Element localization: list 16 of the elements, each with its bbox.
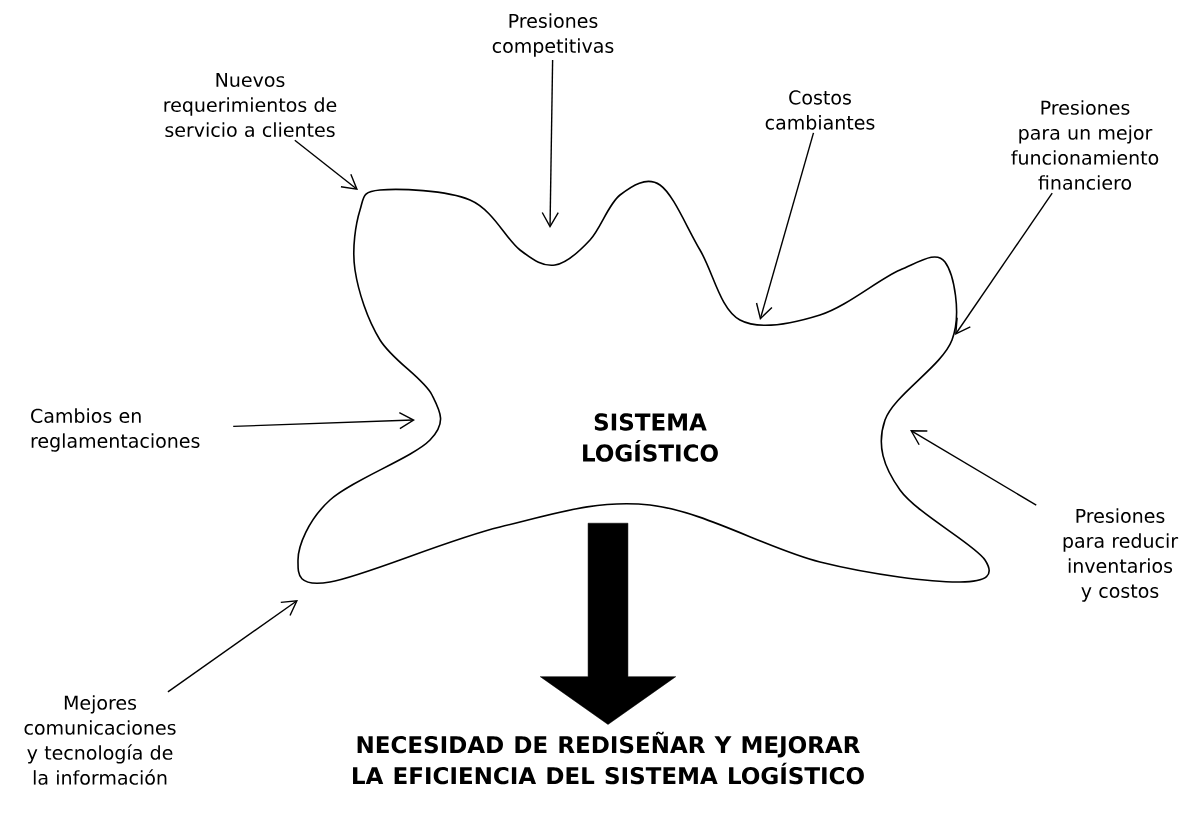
factor-label: NECESIDAD DE REDISEÑAR Y MEJORAR LA EFICIENCIA DEL SISTEMA LOGÍSTICO bbox=[353, 731, 864, 785]
arrow bbox=[910, 430, 1037, 506]
block-arrow bbox=[540, 522, 676, 725]
factor-label: Presiones para reducir inventarios y costos bbox=[1063, 508, 1179, 602]
arrow bbox=[955, 192, 1053, 335]
arrow bbox=[755, 132, 815, 320]
arrow bbox=[541, 59, 559, 228]
factor-label: Presiones para un mejor funcionamiento financiero bbox=[1011, 100, 1159, 190]
factor-label: Cambios en reglamentaciones bbox=[31, 408, 200, 452]
arrow bbox=[232, 411, 415, 430]
factor-label: Nuevos requerimientos de servicio a clientes bbox=[164, 72, 337, 138]
arrow bbox=[167, 600, 298, 693]
factor-label: Mejores comunicaciones y tecnología de la información bbox=[24, 695, 176, 785]
arrow bbox=[294, 139, 358, 190]
factor-label: Costos cambiantes bbox=[765, 90, 875, 130]
factor-label: Presiones competitivas bbox=[492, 13, 614, 57]
